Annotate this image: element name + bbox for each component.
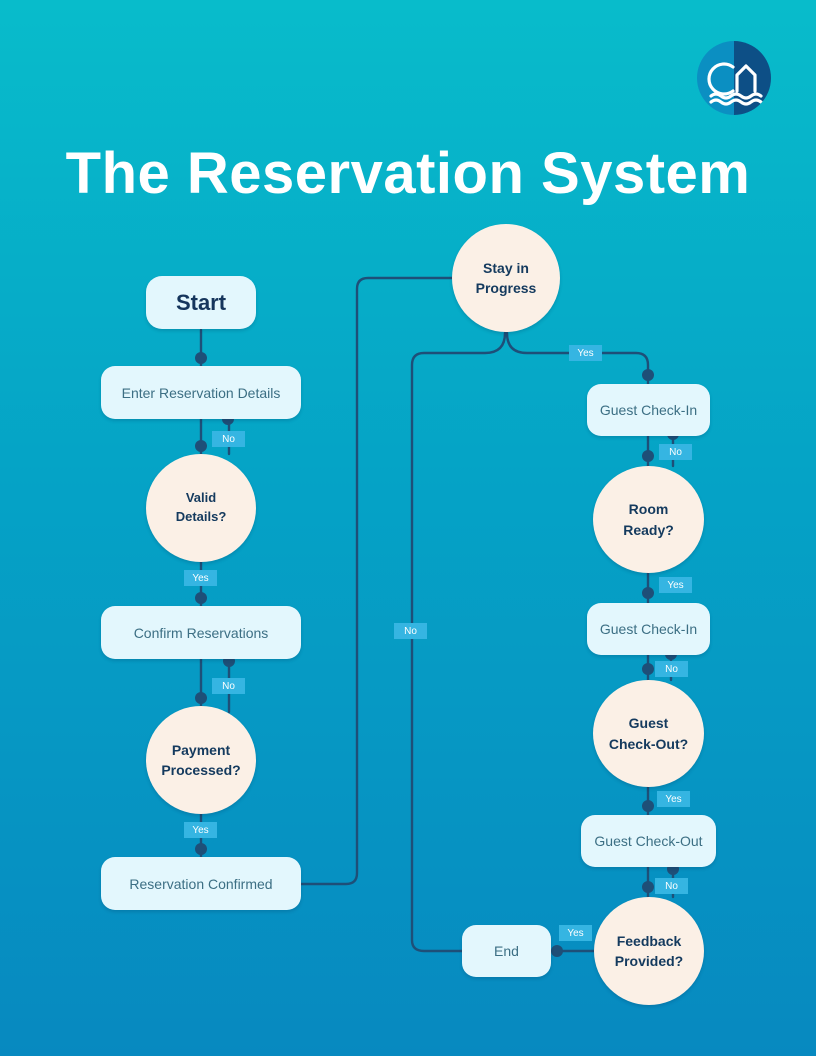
- guest-check-in-node-2: Guest Check-In: [587, 603, 710, 655]
- connector-dot: [642, 663, 654, 675]
- connector-dot: [195, 592, 207, 604]
- connector-dot: [195, 352, 207, 364]
- stay-in-progress-node: Stay in Progress: [452, 224, 560, 332]
- branch-label-yes: Yes: [184, 570, 217, 586]
- guest-check-out-node: Guest Check-Out: [581, 815, 716, 867]
- connector-stay-no-branch: [410, 331, 507, 953]
- branch-label-yes: Yes: [659, 577, 692, 593]
- branch-label-no: No: [212, 431, 245, 447]
- valid-details-decision: Valid Details?: [146, 454, 256, 562]
- connector-dot: [195, 843, 207, 855]
- connector-dot: [642, 587, 654, 599]
- guest-check-in-node-1: Guest Check-In: [587, 384, 710, 436]
- branch-label-no: No: [659, 444, 692, 460]
- branch-label-yes: Yes: [657, 791, 690, 807]
- connector-dot: [642, 881, 654, 893]
- branch-label-yes: Yes: [184, 822, 217, 838]
- guest-check-out-decision: Guest Check-Out?: [593, 680, 704, 787]
- branch-label-yes: Yes: [559, 925, 592, 941]
- connector-dot: [195, 440, 207, 452]
- connector-confirmed-to-stay: [299, 276, 454, 886]
- branch-label-no: No: [212, 678, 245, 694]
- connector-dot: [642, 450, 654, 462]
- room-ready-decision: Room Ready?: [593, 466, 704, 573]
- connector-stay-yes-branch: [505, 331, 650, 386]
- house-waves-logo-icon: [697, 41, 771, 115]
- confirm-reservations-node: Confirm Reservations: [101, 606, 301, 659]
- connector-dot: [551, 945, 563, 957]
- payment-processed-decision: Payment Processed?: [146, 706, 256, 814]
- feedback-provided-decision: Feedback Provided?: [594, 897, 704, 1005]
- connector-dot: [642, 369, 654, 381]
- reservation-confirmed-node: Reservation Confirmed: [101, 857, 301, 910]
- end-node: End: [462, 925, 551, 977]
- branch-label-no: No: [655, 661, 688, 677]
- start-node: Start: [146, 276, 256, 329]
- branch-label-no: No: [655, 878, 688, 894]
- branch-label-no: No: [394, 623, 427, 639]
- brand-logo: [697, 41, 771, 115]
- connector-dot: [195, 692, 207, 704]
- enter-reservation-details-node: Enter Reservation Details: [101, 366, 301, 419]
- branch-label-yes: Yes: [569, 345, 602, 361]
- connector-dot: [642, 800, 654, 812]
- page-title: The Reservation System: [65, 141, 751, 206]
